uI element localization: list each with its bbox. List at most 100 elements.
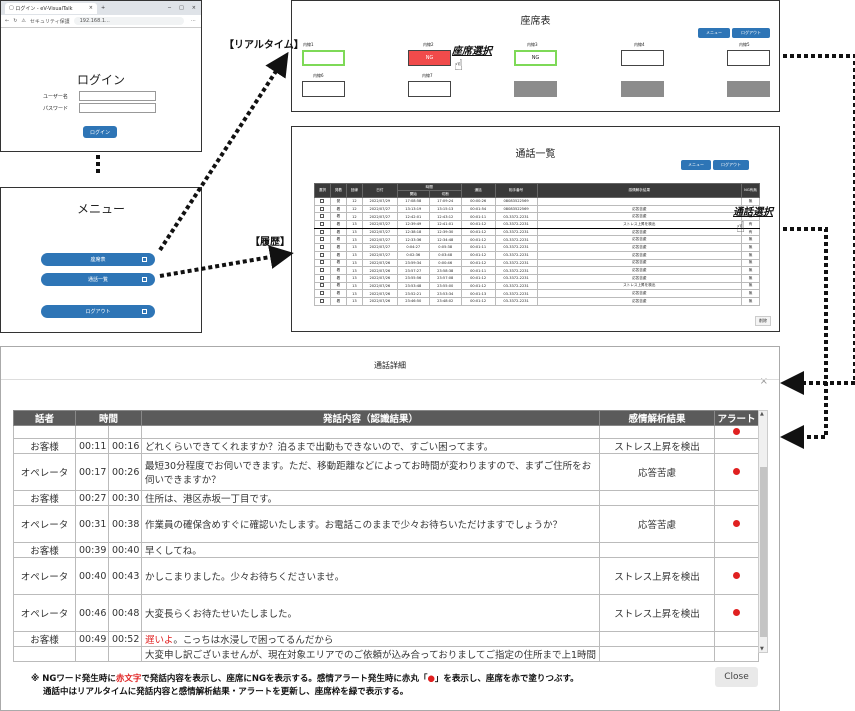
more-icon[interactable]: ⋯: [191, 18, 196, 24]
col-ng: NG有無: [740, 183, 761, 198]
content-text: 。こっちは水浸しで困ってるんだから: [173, 635, 334, 646]
history-annotation: 【履歴】: [250, 237, 290, 248]
note-text: で発話内容を表示し、座席にNGを表示する。感情アラート発生時に赤丸「: [141, 674, 428, 684]
call-select-annotation: 通話選択: [733, 207, 773, 218]
logout-menu-button[interactable]: ログアウト: [41, 305, 155, 318]
password-label: パスワード: [43, 106, 69, 112]
calllist-title: 通話一覧: [515, 149, 556, 160]
browser-tab-label: ログイン - eV-VisualTalk: [15, 5, 73, 12]
content-cell: 大変申し訳ございませんが、現在対象エリアでのご依頼が込み合っておりましてご指定の…: [141, 646, 601, 662]
note-line-1: ※ NGワード発生時に赤文字で発話内容を表示し、座席にNGを表示する。感情アラー…: [31, 673, 579, 686]
seat-menu-button[interactable]: メニュー: [698, 28, 730, 38]
address-bar: ← ↻ ⚠ セキュリティ保護 192.168.1... ⋯: [1, 15, 201, 28]
seat-box[interactable]: [302, 81, 345, 97]
call-list-window: 通話一覧 メニュー ログアウト 選択 発着 回線 日付 時間 通話 相手番号 感…: [291, 126, 780, 332]
calllist-menu-button[interactable]: メニュー: [681, 160, 711, 170]
scroll-up-icon[interactable]: ▲: [760, 411, 764, 417]
time-end-cell: 00:38: [107, 505, 143, 543]
table-header-row: 開始 切断: [315, 190, 760, 198]
page-icon: ▢: [9, 5, 14, 11]
close-button[interactable]: Close: [715, 667, 758, 687]
red-dot-icon: ●: [427, 674, 435, 684]
square-icon: [142, 257, 147, 262]
table-cell: 無: [740, 296, 761, 306]
time-start-cell: 00:31: [75, 505, 109, 543]
username-input[interactable]: [79, 91, 156, 101]
seat-label: 内線3: [527, 42, 538, 47]
url-field[interactable]: 192.168.1...: [73, 17, 184, 25]
calllist-logout-button[interactable]: ログアウト: [713, 160, 749, 170]
table-cell: 2022/07/26: [361, 296, 398, 306]
col-duration: 通話: [460, 183, 496, 198]
delete-button[interactable]: 削除: [755, 316, 771, 326]
seat-logout-button[interactable]: ログアウト: [732, 28, 770, 38]
window-close-icon[interactable]: ×: [191, 5, 196, 11]
detail-title: 通話詳細: [374, 361, 406, 370]
time-end-cell: [107, 646, 143, 662]
alert-cell: [714, 505, 760, 543]
alert-cell: [714, 453, 760, 491]
seat-box[interactable]: [302, 50, 345, 66]
scrollbar[interactable]: ▲ ▼: [758, 410, 768, 653]
login-button[interactable]: ログイン: [83, 126, 117, 138]
calllist-menu-button[interactable]: 通話一覧: [41, 273, 155, 286]
tab-close-icon[interactable]: ×: [88, 5, 93, 11]
table-header-row: 話者 時間 発話内容（認識結果） 感情解析結果 アラート: [13, 410, 760, 426]
time-end-cell: 00:26: [107, 453, 143, 491]
col-date: 日付: [361, 183, 398, 198]
col-seq: 回線: [345, 183, 363, 198]
seat-box[interactable]: NG: [514, 50, 557, 66]
ng-word: 遅いよ: [145, 635, 174, 646]
seat-box[interactable]: [727, 50, 770, 66]
close-icon[interactable]: ×: [759, 376, 768, 387]
seat-box[interactable]: [408, 81, 451, 97]
alert-dot-icon: [733, 467, 741, 475]
login-title: ログイン: [76, 73, 125, 87]
seat-label: 内線7: [422, 73, 433, 78]
arrow-menu-to-calllist: [159, 245, 294, 278]
note-line-2: 通話中はリアルタイムに発話内容と感情解析結果・アラートを更新し、座席枠を緑で表示…: [43, 687, 409, 697]
legend-note: ※ NGワード発生時に赤文字で発話内容を表示し、座席にNGを表示する。感情アラー…: [31, 673, 579, 699]
maximize-icon[interactable]: □: [179, 5, 184, 11]
username-label: ユーザー名: [43, 94, 68, 100]
alert-dot-icon: [733, 427, 741, 435]
scroll-thumb[interactable]: [760, 467, 767, 637]
reload-icon[interactable]: ↻: [13, 18, 18, 24]
square-icon: [142, 277, 147, 282]
seat-box[interactable]: [514, 81, 557, 97]
emotion-cell: 応答苦慮: [599, 505, 716, 543]
note-red-text: 赤文字: [115, 674, 142, 684]
arrow-calllist-to-detail: [780, 227, 828, 449]
seat-menu-button[interactable]: 座席表: [41, 253, 155, 266]
seat-map-window: 座席表 メニュー ログアウト 内線1 内線2 NG 内線3 NG 内線4 内線5…: [291, 0, 780, 112]
seat-box[interactable]: NG: [408, 50, 451, 66]
note-text: ※ NGワード発生時に: [31, 674, 116, 684]
square-icon: [142, 309, 147, 314]
seat-box[interactable]: [621, 81, 664, 97]
password-input[interactable]: [79, 103, 156, 113]
alert-dot-icon: [733, 608, 741, 616]
realtime-annotation: 【リアルタイム】: [224, 40, 304, 51]
seat-box[interactable]: [621, 50, 664, 66]
browser-tab[interactable]: ▢ ログイン - eV-VisualTalk ×: [5, 2, 97, 14]
pointer-hand-icon: ☝: [736, 218, 746, 236]
seat-label: 内線1: [303, 42, 314, 47]
new-tab-icon[interactable]: +: [101, 5, 106, 11]
emotion-cell: 応答苦慮: [599, 453, 716, 491]
table-row: 大変申し訳ございませんが、現在対象エリアでのご依頼が込み合っておりましてご指定の…: [13, 646, 760, 662]
calllist-menu-label: 通話一覧: [87, 277, 108, 283]
minimize-icon[interactable]: ─: [168, 5, 172, 11]
seat-box[interactable]: [727, 81, 770, 97]
login-window: ▢ ログイン - eV-VisualTalk × + ─ □ × ← ↻ ⚠ セ…: [0, 0, 202, 152]
call-list-table: 選択 発着 回線 日付 時間 通話 相手番号 感情解析結果 NG有無 開始 切断…: [314, 183, 761, 306]
note-text: 」を表示し、座席を赤で塗りつぶす。: [434, 674, 579, 684]
back-icon[interactable]: ←: [5, 18, 10, 24]
scroll-down-icon[interactable]: ▼: [760, 646, 764, 652]
